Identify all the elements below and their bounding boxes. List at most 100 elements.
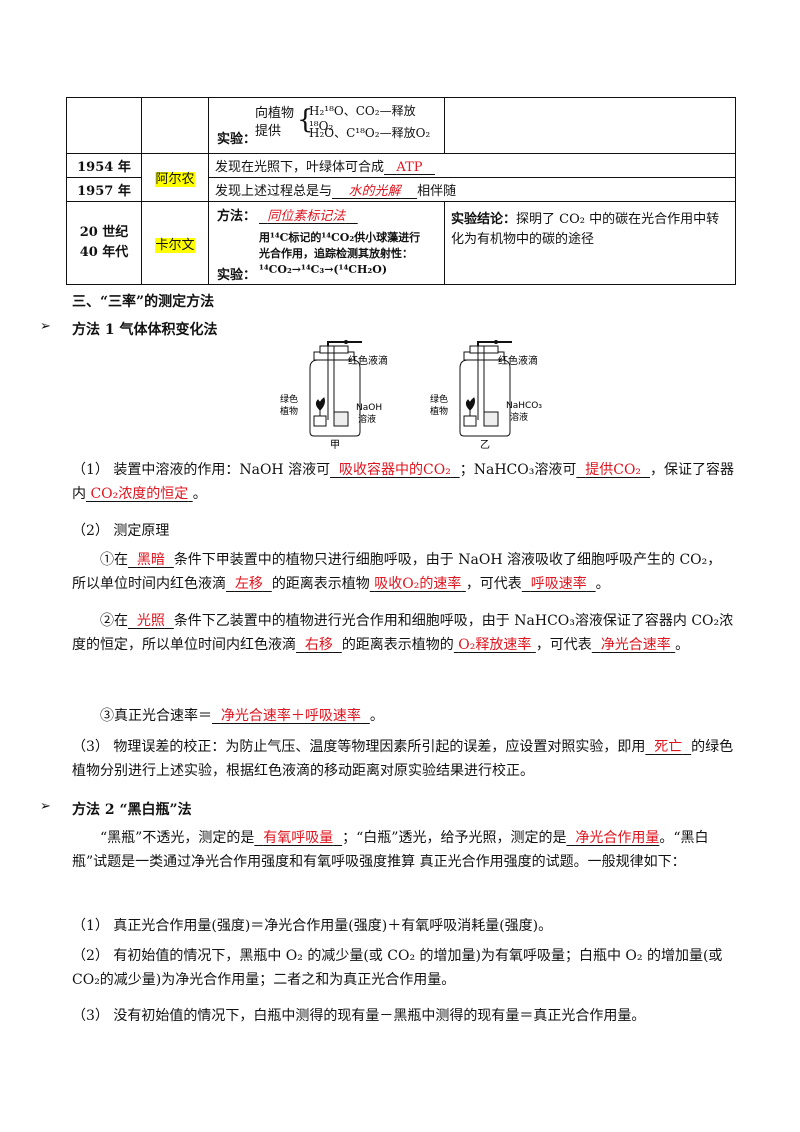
- text: ；NaHCO₃溶液可: [459, 462, 577, 478]
- jar-b: [459, 340, 512, 437]
- reaction-line-2: H₂O、C¹⁸O₂—释放O₂: [309, 126, 431, 140]
- table-row: 实验： 向植物 提供 { H₂¹⁸O、CO₂—释放¹⁸O₂ H₂O、C¹⁸O₂—…: [66, 97, 736, 154]
- answer-text: 吸收O₂的速率: [374, 576, 462, 592]
- year-cell: [66, 97, 142, 154]
- finding-text-after: 相伴随: [417, 184, 457, 199]
- answer-text: CO₂浓度的恒定: [90, 486, 189, 502]
- answer-text: 左移: [234, 576, 263, 592]
- plant-label-a-1: 绿色: [280, 393, 298, 405]
- answer-blank: 黑暗: [128, 552, 174, 568]
- history-table: 实验： 向植物 提供 { H₂¹⁸O、CO₂—释放¹⁸O₂ H₂O、C¹⁸O₂—…: [66, 97, 736, 285]
- answer-blank: 净光合速率: [592, 637, 675, 653]
- method2-title: 方法 2 “黑白瓶”法: [72, 802, 192, 818]
- answer-text: 黑暗: [136, 552, 165, 568]
- year-cell: 1954 年: [66, 153, 142, 178]
- answer-blank: 吸收容器中的CO₂: [330, 462, 460, 478]
- text: 。: [675, 637, 690, 653]
- conclusion-cell: [444, 97, 736, 154]
- answer-text: ATP: [396, 160, 423, 175]
- experiment-desc-1: 用¹⁴C标记的¹⁴CO₂供小球藻进行: [259, 231, 421, 244]
- answer-blank: 光照: [128, 613, 174, 629]
- method1-paragraph-1: （1） 装置中溶液的作用：NaOH 溶液可 吸收容器中的CO₂ ；NaHCO₃溶…: [72, 458, 734, 506]
- text: ②在: [100, 613, 128, 629]
- method1-paragraph-4: ②在 光照 条件下乙装置中的植物进行光合作用和细胞呼吸，由于 NaHCO₃溶液保…: [72, 609, 734, 657]
- method2-paragraph-3: （2） 有初始值的情况下，黑瓶中 O₂ 的减少量(或 CO₂ 的增加量)为有氧呼…: [72, 948, 723, 988]
- text: 条件下甲装置中的植物只进行细胞呼吸，由于 NaOH 溶液吸收了细胞呼吸产生的 C…: [72, 552, 722, 592]
- method1-paragraph-3: ①在 黑暗 条件下甲装置中的植物只进行细胞呼吸，由于 NaOH 溶液吸收了细胞呼…: [72, 548, 734, 596]
- text: ③真正光合速率＝: [100, 708, 212, 724]
- answer-text: 净光合速率＋呼吸速率: [220, 708, 361, 724]
- text: 的绿色植物分别进行上述实验，根据红色液滴的移动距离对原实验结果进行校正。: [72, 739, 734, 779]
- method2-paragraph-1: “黑瓶”不透光，测定的是 有氧呼吸量 ；“白瓶”透光，给予光照，测定的是 净光合…: [72, 826, 734, 874]
- solution-label-b-2: 溶液: [510, 411, 528, 423]
- finding-text: 发现上述过程总是与: [215, 184, 333, 199]
- method-blank: 同位素标记法: [259, 205, 358, 224]
- method2-paragraph-2: （1） 真正光合作用量(强度)＝净光合作用量(强度)＋有氧呼吸消耗量(强度)。: [72, 918, 553, 934]
- answer-blank: 净光合速率＋呼吸速率: [212, 708, 370, 724]
- method2-paragraph-4: （3） 没有初始值的情况下，白瓶中测得的现有量－黑瓶中测得的现有量＝真正光合作用…: [72, 1008, 646, 1024]
- solution-label-a-2: 溶液: [358, 413, 376, 425]
- experiment-label: 实验：: [217, 268, 257, 283]
- scientist-name: 阿尔农: [155, 172, 195, 187]
- experiment-desc-2: 光合作用，追踪检测其放射性：: [259, 247, 413, 260]
- experiment-cell: 实验： 向植物 提供 { H₂¹⁸O、CO₂—释放¹⁸O₂ H₂O、C¹⁸O₂—…: [208, 97, 445, 154]
- reaction-line-1: H₂¹⁸O、CO₂—释放¹⁸O₂: [309, 104, 416, 133]
- answer-text: 净光合速率: [600, 637, 671, 653]
- answer-blank: ATP: [384, 160, 435, 175]
- solution-label-a-1: NaOH: [356, 403, 382, 413]
- apparatus-diagram: 红色液滴 绿色 植物 NaOH 溶液 甲 红色液滴 绿色 植物 NaHCO₃ 溶…: [280, 340, 542, 451]
- answer-blank: 左移: [226, 576, 272, 592]
- answer-text: 提供CO₂: [585, 462, 642, 478]
- conclusion-label: 实验结论：: [451, 212, 517, 227]
- answer-blank: 水的光解: [332, 184, 417, 199]
- text: 。: [595, 576, 610, 592]
- method1-paragraph-5: ③真正光合速率＝ 净光合速率＋呼吸速率 。: [72, 704, 734, 728]
- text: ，保证了容器内: [72, 462, 734, 502]
- text: 。: [369, 708, 384, 724]
- answer-text: 死亡: [654, 739, 683, 755]
- give-label-top: 向植物: [255, 106, 295, 121]
- text: ，可代表: [535, 637, 592, 653]
- text: “黑瓶”不透光，测定的是: [100, 830, 255, 846]
- give-label-bottom: 提供: [255, 124, 282, 139]
- method-label: 方法：: [217, 209, 257, 224]
- text: （1） 装置中溶液的作用：NaOH 溶液可: [72, 462, 331, 478]
- text: 条件下乙装置中的植物进行光合作用和细胞呼吸，由于 NaHCO₃溶液保证了容器内 …: [72, 613, 734, 653]
- answer-text: 吸收容器中的CO₂: [339, 462, 451, 478]
- section-title: 三、“三率”的测定方法: [72, 294, 215, 310]
- brace-icon: {: [297, 105, 314, 135]
- answer-blank: 净光合作用量: [566, 830, 659, 846]
- bullet-icon: ➢: [40, 319, 51, 334]
- droplet-label-b: 红色液滴: [498, 354, 538, 367]
- droplet-label-a: 红色液滴: [348, 354, 388, 367]
- conclusion-text: 探明了 CO₂ 中的碳在光合作用中转化为有机物中的碳的途径: [451, 212, 720, 247]
- jar-a-caption: 甲: [330, 440, 340, 451]
- text: 。: [192, 486, 207, 502]
- table-row: 1954 年 阿尔农 发现在光照下，叶绿体可合成 ATP: [66, 153, 736, 202]
- text: 的距离表示植物: [271, 576, 370, 592]
- carbon-pathway: ¹⁴CO₂→¹⁴C₃→(¹⁴CH₂O): [259, 263, 388, 276]
- answer-blank: 吸收O₂的速率: [370, 576, 466, 592]
- answer-blank: O₂释放速率: [454, 637, 536, 653]
- method1-paragraph-6: （3） 物理误差的校正：为防止气压、温度等物理因素所引起的误差，应设置对照实验，…: [72, 735, 734, 783]
- answer-blank: 呼吸速率: [522, 576, 596, 592]
- method1-title: 方法 1 气体体积变化法: [72, 322, 218, 338]
- table-row: 1957 年 发现上述过程总是与 水的光解 相伴随: [66, 177, 736, 202]
- plant-label-b-2: 植物: [430, 405, 448, 417]
- answer-text: 水的光解: [348, 184, 401, 199]
- text: ；“白瓶”透光，给予光照，测定的是: [342, 830, 567, 846]
- scientist-cell: 阿尔农: [141, 153, 209, 202]
- answer-text: 右移: [304, 637, 333, 653]
- jar-a: [309, 340, 362, 437]
- scientist-name: 卡尔文: [155, 237, 195, 253]
- answer-text: 呼吸速率: [530, 576, 587, 592]
- year-line-1: 20 世纪: [79, 225, 129, 240]
- text: ，可代表: [465, 576, 522, 592]
- finding-cell: 发现在光照下，叶绿体可合成 ATP: [208, 153, 736, 178]
- finding-text: 发现在光照下，叶绿体可合成: [215, 160, 385, 175]
- answer-text: 净光合作用量: [575, 830, 660, 846]
- experiment-label: 实验：: [217, 132, 257, 147]
- scientist-cell: [141, 97, 209, 154]
- jar-b-caption: 乙: [480, 439, 490, 451]
- plant-label-a-2: 植物: [280, 405, 298, 417]
